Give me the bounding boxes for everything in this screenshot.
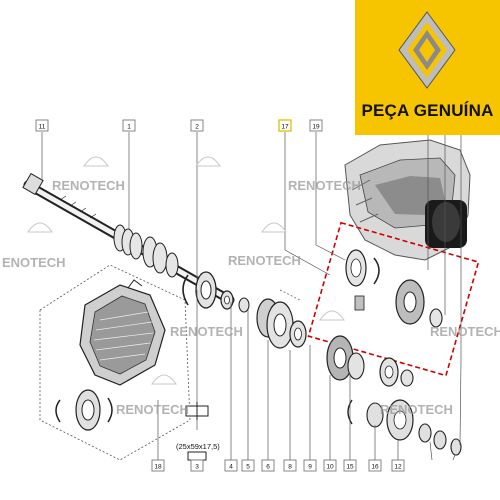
callout-box bbox=[278, 119, 292, 132]
callout-number: 9 bbox=[308, 464, 312, 471]
leader-lines bbox=[41, 132, 462, 461]
callout-5: 5 bbox=[241, 459, 255, 472]
callout-number: 18 bbox=[154, 464, 162, 471]
synchro-assembly bbox=[345, 249, 443, 328]
callout-1: 1 bbox=[122, 119, 136, 132]
callout-number: 17 bbox=[281, 124, 289, 131]
watermark-text: RENOTECH bbox=[430, 324, 500, 339]
callout-9: 9 bbox=[303, 459, 317, 472]
main-shaft bbox=[22, 172, 235, 305]
clutch-housing-cover bbox=[79, 279, 166, 386]
callout-box bbox=[368, 459, 382, 472]
cover-dotted-outline bbox=[39, 264, 191, 461]
badge-text: PEÇA GENUÍNA bbox=[361, 101, 494, 120]
callout-2: 2 bbox=[190, 119, 204, 132]
callout-16: 16 bbox=[368, 459, 382, 472]
callout-number: 10 bbox=[326, 464, 334, 471]
callout-box bbox=[323, 459, 337, 472]
callout-box bbox=[35, 119, 49, 132]
callout-box bbox=[283, 459, 297, 472]
callout-11: 11 bbox=[35, 119, 49, 132]
watermark-text: RENOTECH bbox=[170, 324, 243, 339]
callout-box bbox=[343, 459, 357, 472]
callout-number: 5 bbox=[246, 464, 250, 471]
callout-3: 3 bbox=[190, 459, 204, 472]
callout-12: 12 bbox=[391, 459, 405, 472]
secondary-shaft-parts bbox=[182, 271, 414, 387]
genuine-part-badge: PEÇA GENUÍNA bbox=[355, 0, 500, 135]
callout-box bbox=[190, 459, 204, 472]
watermark-layer: RENOTECH RENOTECH ENOTECH RENOTECH RENOT… bbox=[2, 178, 500, 417]
callout-number: 1 bbox=[127, 124, 131, 131]
callout-number: 19 bbox=[312, 124, 320, 131]
callout-box bbox=[151, 459, 165, 472]
callout-8: 8 bbox=[283, 459, 297, 472]
callout-10: 10 bbox=[323, 459, 337, 472]
callout-box bbox=[309, 119, 323, 132]
washer-spec-label: (25x59x17,5) bbox=[176, 442, 220, 451]
callout-number: 16 bbox=[371, 464, 379, 471]
callout-15: 15 bbox=[343, 459, 357, 472]
callout-box bbox=[261, 459, 275, 472]
callout-number: 12 bbox=[394, 464, 402, 471]
callout-box bbox=[241, 459, 255, 472]
callout-6: 6 bbox=[261, 459, 275, 472]
callout-number: 6 bbox=[266, 464, 270, 471]
renault-diamond-logo bbox=[398, 11, 456, 89]
callout-number: 3 bbox=[195, 464, 199, 471]
callout-box bbox=[303, 459, 317, 472]
callout-number: 11 bbox=[39, 124, 46, 131]
callout-box bbox=[391, 459, 405, 472]
callout-box bbox=[122, 119, 136, 132]
highlight-dashed-box bbox=[307, 221, 480, 377]
watermark-text: RENOTECH bbox=[380, 402, 453, 417]
watermark-text: RENOTECH bbox=[116, 402, 189, 417]
callout-box bbox=[190, 119, 204, 132]
callout-number: 8 bbox=[288, 464, 292, 471]
watermark-text: ENOTECH bbox=[2, 255, 66, 270]
callout-4: 4 bbox=[224, 459, 238, 472]
lower-left-gear bbox=[55, 389, 113, 431]
callout-number: 2 bbox=[195, 124, 199, 131]
callout-number: 15 bbox=[346, 464, 354, 471]
gearbox-housing-illustration bbox=[344, 139, 471, 261]
callout-number: 4 bbox=[229, 464, 233, 471]
lower-right-bearings bbox=[347, 399, 462, 456]
washer-detail bbox=[185, 402, 209, 461]
callout-box bbox=[224, 459, 238, 472]
callout-18: 18 bbox=[151, 459, 165, 472]
watermark-text: RENOTECH bbox=[288, 178, 361, 193]
watermark-text: RENOTECH bbox=[52, 178, 125, 193]
watermark-text: RENOTECH bbox=[228, 253, 301, 268]
callout-17: 17 bbox=[278, 119, 292, 132]
watermark-shapes bbox=[27, 156, 345, 385]
callout-19: 19 bbox=[309, 119, 323, 132]
